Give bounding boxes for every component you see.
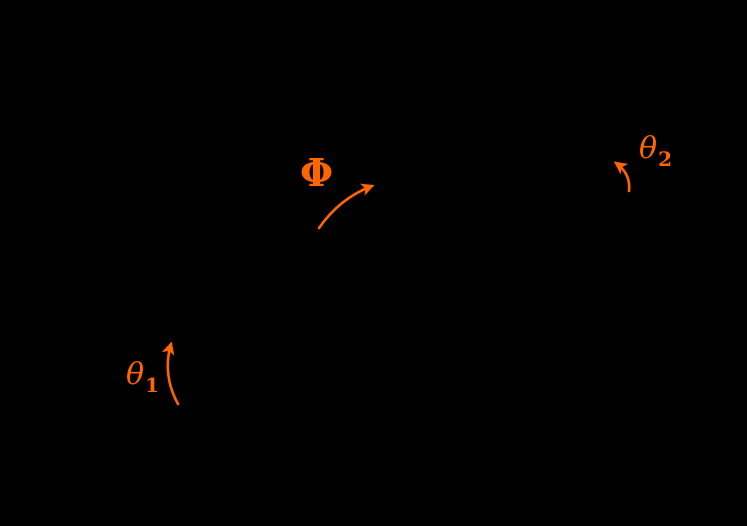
phi-arc-arrow-icon [317,183,375,230]
phi-symbol: Φ [300,150,334,195]
theta2-label: θ2 [639,131,672,170]
theta2-subscript: 2 [658,147,672,171]
theta2-symbol: θ [639,131,658,166]
theta1-symbol: θ [126,357,145,392]
theta1-subscript: 1 [145,373,159,397]
theta1-label: θ1 [126,357,159,396]
theta1-arc-arrow-icon [161,341,180,406]
phi-label: Φ [300,154,333,192]
theta2-arc-arrow-icon [613,161,631,193]
